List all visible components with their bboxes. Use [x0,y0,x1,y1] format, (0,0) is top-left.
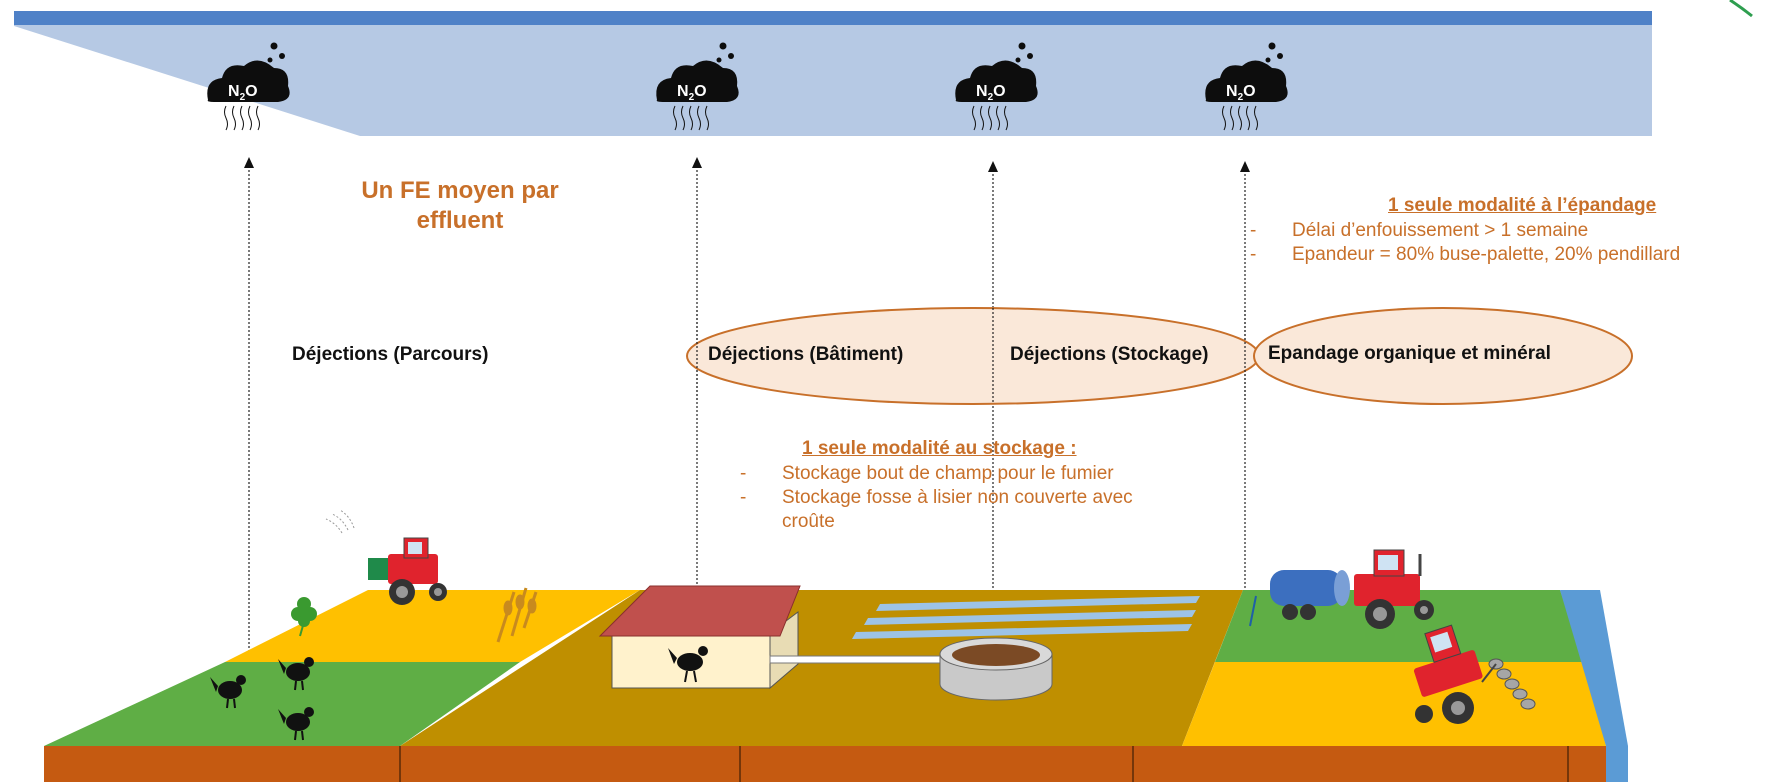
list-item: -Délai d’enfouissement > 1 semaine [1250,220,1589,241]
n2o-cloud-icon: N2O [1205,42,1288,131]
stockage-box: 1 seule modalité au stockage : -Stockage… [740,438,1200,534]
atmosphere-top-edge [14,11,1652,25]
n2o-label: N2O [976,83,1006,103]
chicken-icons [210,657,314,741]
arrowhead-icon [988,161,998,172]
water-channel-front [1606,746,1628,782]
epandage-list: -Délai d’enfouissement > 1 semaine -Epan… [1250,219,1767,267]
earth-front [44,746,1606,782]
spreader-tractor-icon [1249,549,1434,629]
stockage-list: -Stockage bout de champ pour le fumier -… [740,462,1200,534]
arrowhead-icon [1240,161,1250,172]
label-epandage: Epandage organique et minéral [1268,343,1551,364]
label-parcours: Déjections (Parcours) [292,344,489,365]
clover-icon [291,597,317,637]
n2o-cloud-icon: N2O [656,42,739,131]
field-yellow-right [1182,662,1606,746]
arrowhead-icon [692,157,702,168]
list-item: -Stockage bout de champ pour le fumier [740,463,1114,484]
n2o-label: N2O [1226,83,1256,103]
headline: Un FE moyen par effluent [330,176,590,236]
logo-fragment [1729,0,1753,18]
n2o-cloud-icon: N2O [955,42,1038,131]
label-stockage: Déjections (Stockage) [1010,344,1209,365]
n2o-label: N2O [228,83,258,103]
arrowhead-icon [244,157,254,168]
ellipse-epandage [1253,307,1633,405]
n2o-cloud-icon: N2O [207,42,290,131]
headline-line-2: effluent [416,207,504,234]
water-channel-top [1560,590,1628,746]
field-green-left [44,662,520,746]
n2o-label: N2O [677,83,707,103]
epandage-box-title: 1 seule modalité à l’épandage [1388,195,1657,216]
wheat-icon [496,587,538,643]
stockage-box-title: 1 seule modalité au stockage : [802,438,1077,459]
tractor-icon [325,509,447,605]
list-item: -Stockage fosse à lisier non couverte av… [740,487,1133,532]
headline-line-1: Un FE moyen par [361,177,559,204]
poultry-building-icon [598,585,801,690]
atmosphere-band [14,12,1652,136]
list-item: -Epandeur = 80% buse-palette, 20% pendil… [1250,244,1681,265]
epandage-box: 1 seule modalité à l’épandage -Délai d’e… [1250,195,1767,267]
storage-pit-icon [939,637,1053,701]
pipe [769,655,946,664]
harrow-tractor-icon [1413,624,1536,724]
label-batiment: Déjections (Bâtiment) [708,344,904,365]
